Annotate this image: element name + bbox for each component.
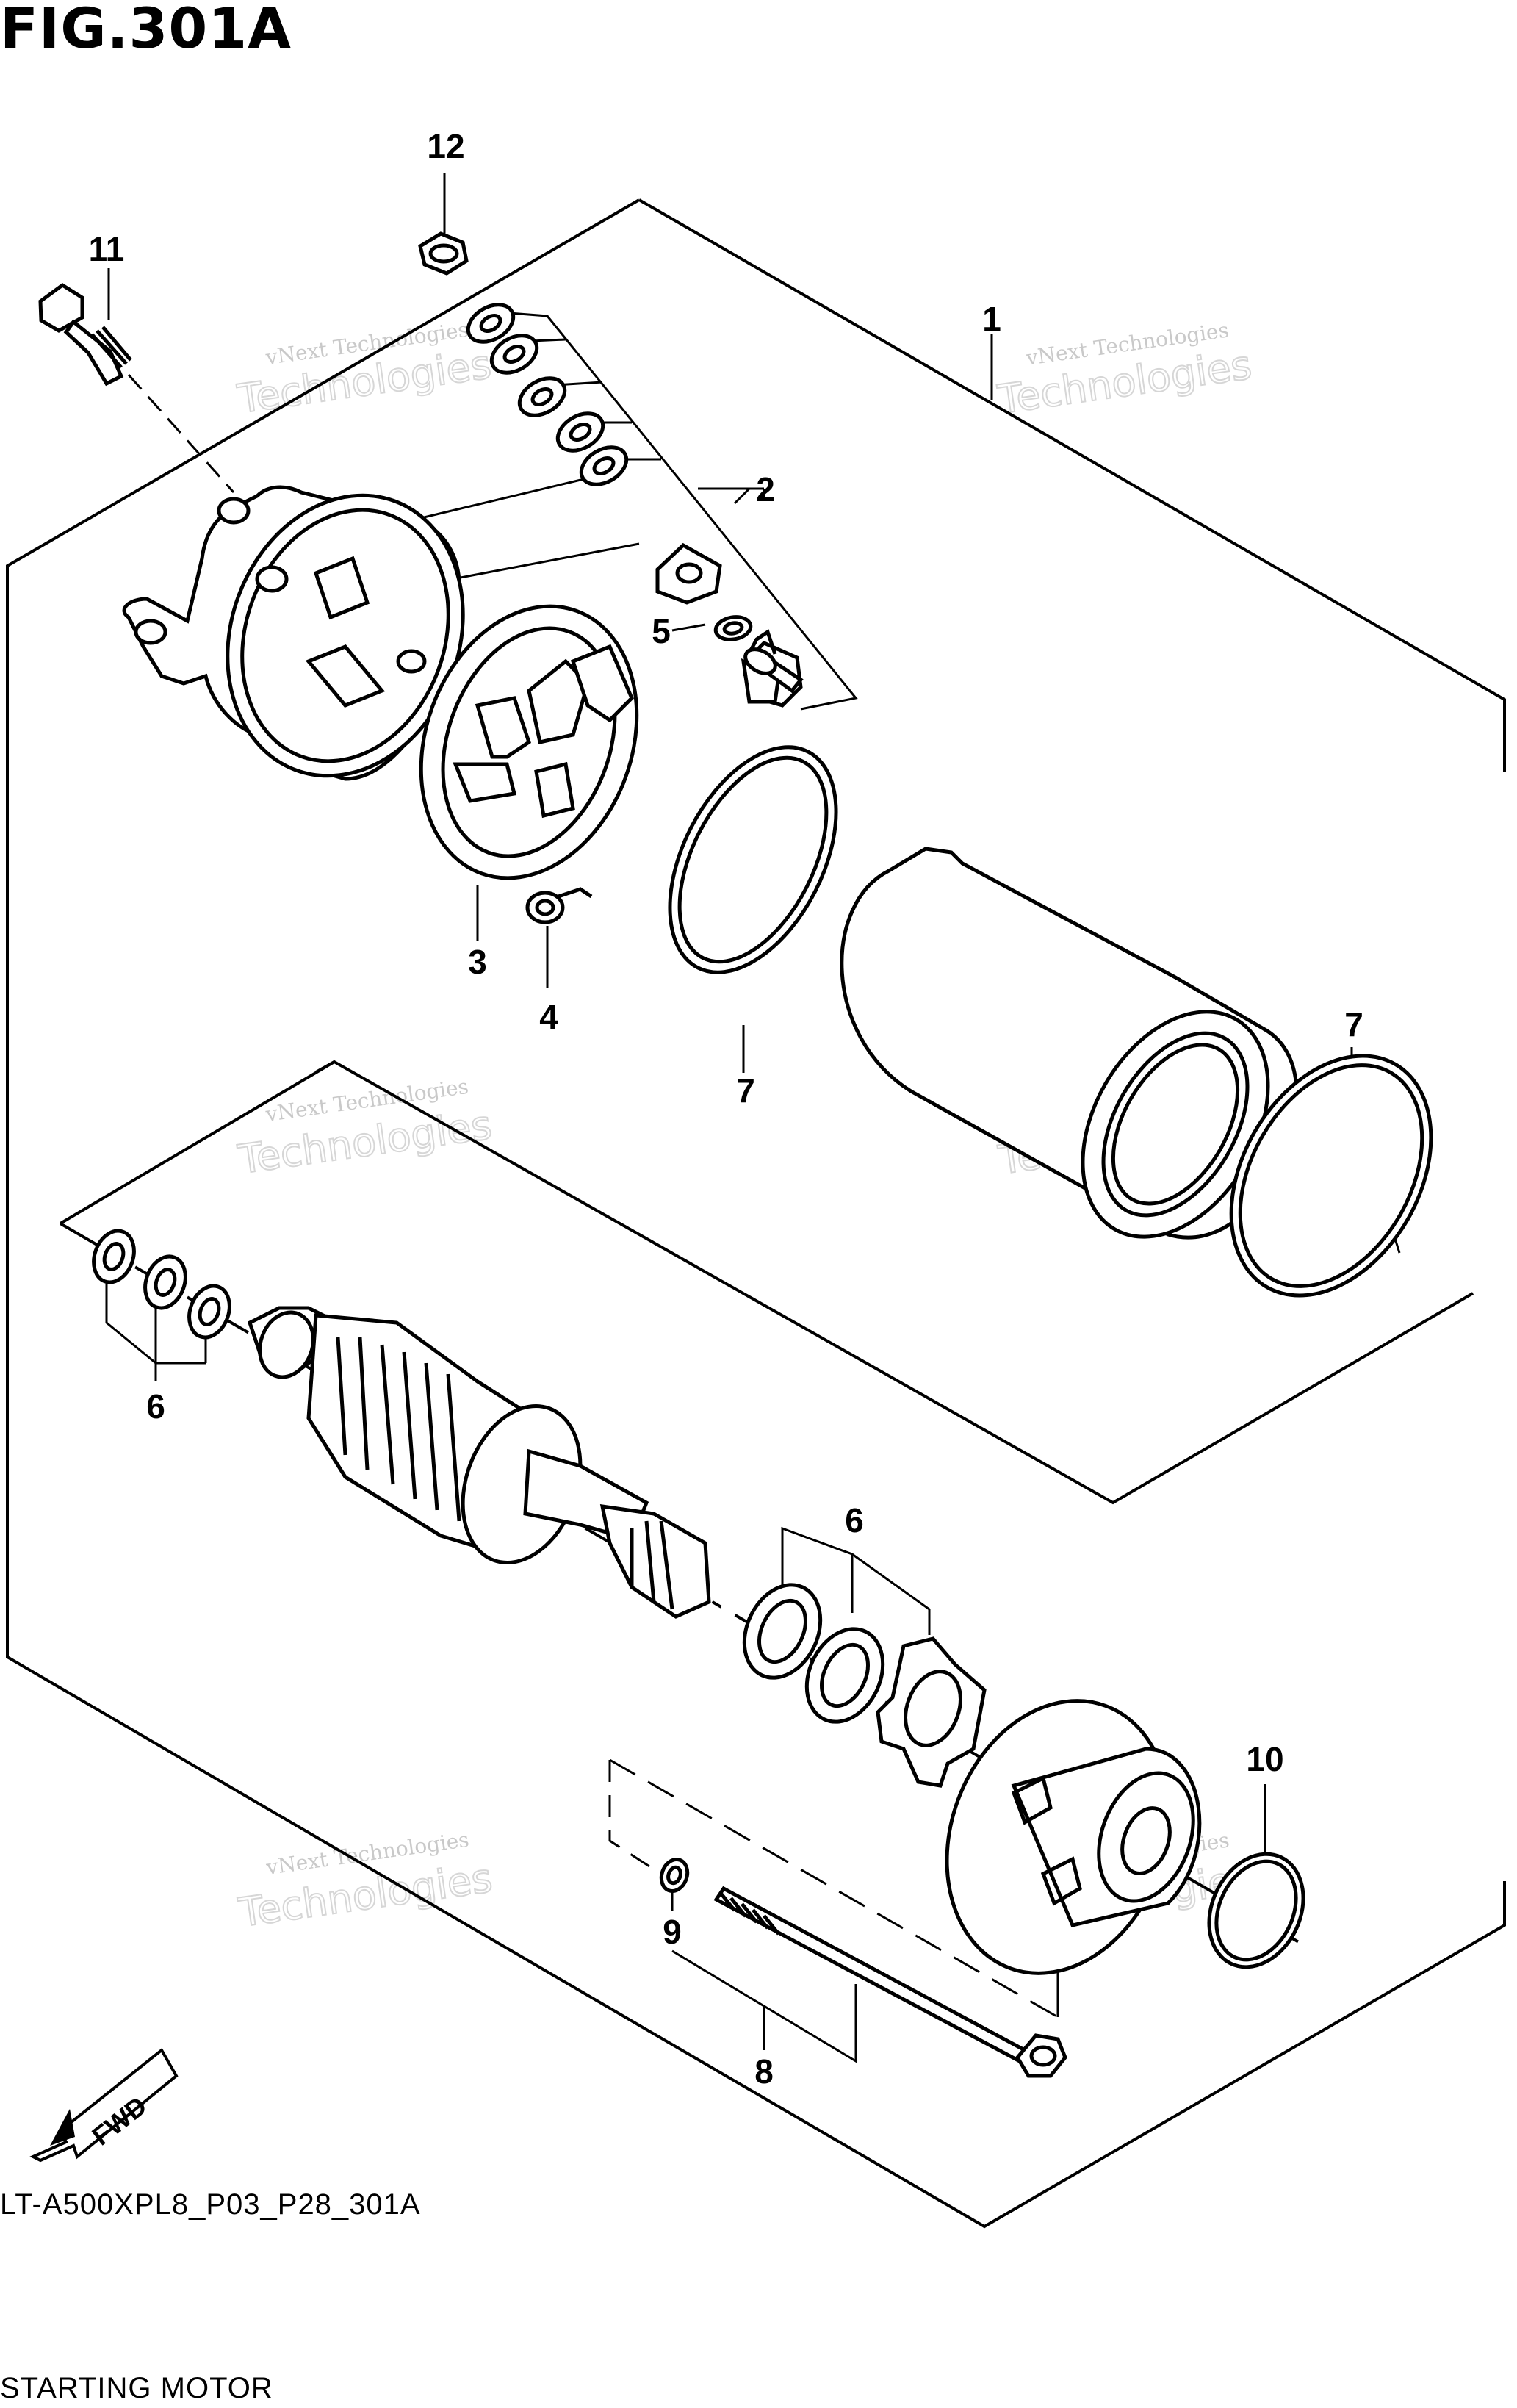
part-9-o-ring[interactable] [657,1856,692,1895]
watermark-top-right: Technologies vNext Technologies [994,317,1255,423]
callout-8: 8 [754,2052,774,2091]
part-11-bolt[interactable] [38,282,132,387]
part-front-housing[interactable] [910,1670,1210,2005]
callout-12: 12 [427,127,464,165]
part-8-through-bolt[interactable] [713,1886,1067,2078]
leader-8-dashed [608,1760,673,1883]
leader-11-dashed [127,374,235,493]
part-7-o-ring-right[interactable] [1191,1020,1472,1331]
callout-1: 1 [982,300,1001,338]
callout-9: 9 [663,1913,682,1951]
callout-6a: 6 [146,1387,165,1426]
leader-5 [671,623,706,632]
callout-3: 3 [468,943,487,981]
part-2-terminal-bolt[interactable] [741,644,804,694]
watermark-top-left: Technologies vNext Technologies [234,317,494,423]
part-10-o-ring[interactable] [1192,1839,1321,1983]
fwd-direction-arrow: FWD [29,2047,179,2163]
callout-4: 4 [539,998,558,1036]
callout-7b: 7 [1344,1005,1363,1043]
part-yoke-housing[interactable] [840,847,1306,1270]
leader-8 [671,1949,857,2063]
part-7-o-ring-left[interactable] [635,720,870,999]
watermark-mid-left: Technologies vNext Technologies [234,1074,495,1184]
part-6-shims-right[interactable] [730,1573,898,1734]
part-4-bearing[interactable] [525,887,593,924]
figure-name: STARTING MOTOR [0,2372,273,2404]
part-3-brush-holder[interactable] [384,576,673,909]
callout-10: 10 [1246,1740,1283,1778]
callout-2: 2 [756,470,775,508]
figure-title: FIG.301A [0,0,292,61]
part-12-nut[interactable] [418,231,469,276]
part-5-o-ring[interactable] [713,614,753,642]
callout-6b: 6 [845,1501,864,1539]
leader-2-bracket [499,311,858,711]
part-armature[interactable] [247,1305,711,1619]
callout-11: 11 [89,230,125,268]
callout-numbers: 1 2 3 4 5 6 6 7 7 8 9 10 11 12 [89,127,1363,2091]
callout-5: 5 [652,612,671,650]
callout-7a: 7 [736,1071,755,1110]
leader-6a [105,1275,157,1381]
part-6-shims-left[interactable] [87,1225,236,1343]
figure-code: LT-A500XPL8_P03_P28_301A [0,2188,421,2221]
part-end-cover[interactable] [122,462,501,810]
part-lock-plate[interactable] [876,1636,987,1788]
